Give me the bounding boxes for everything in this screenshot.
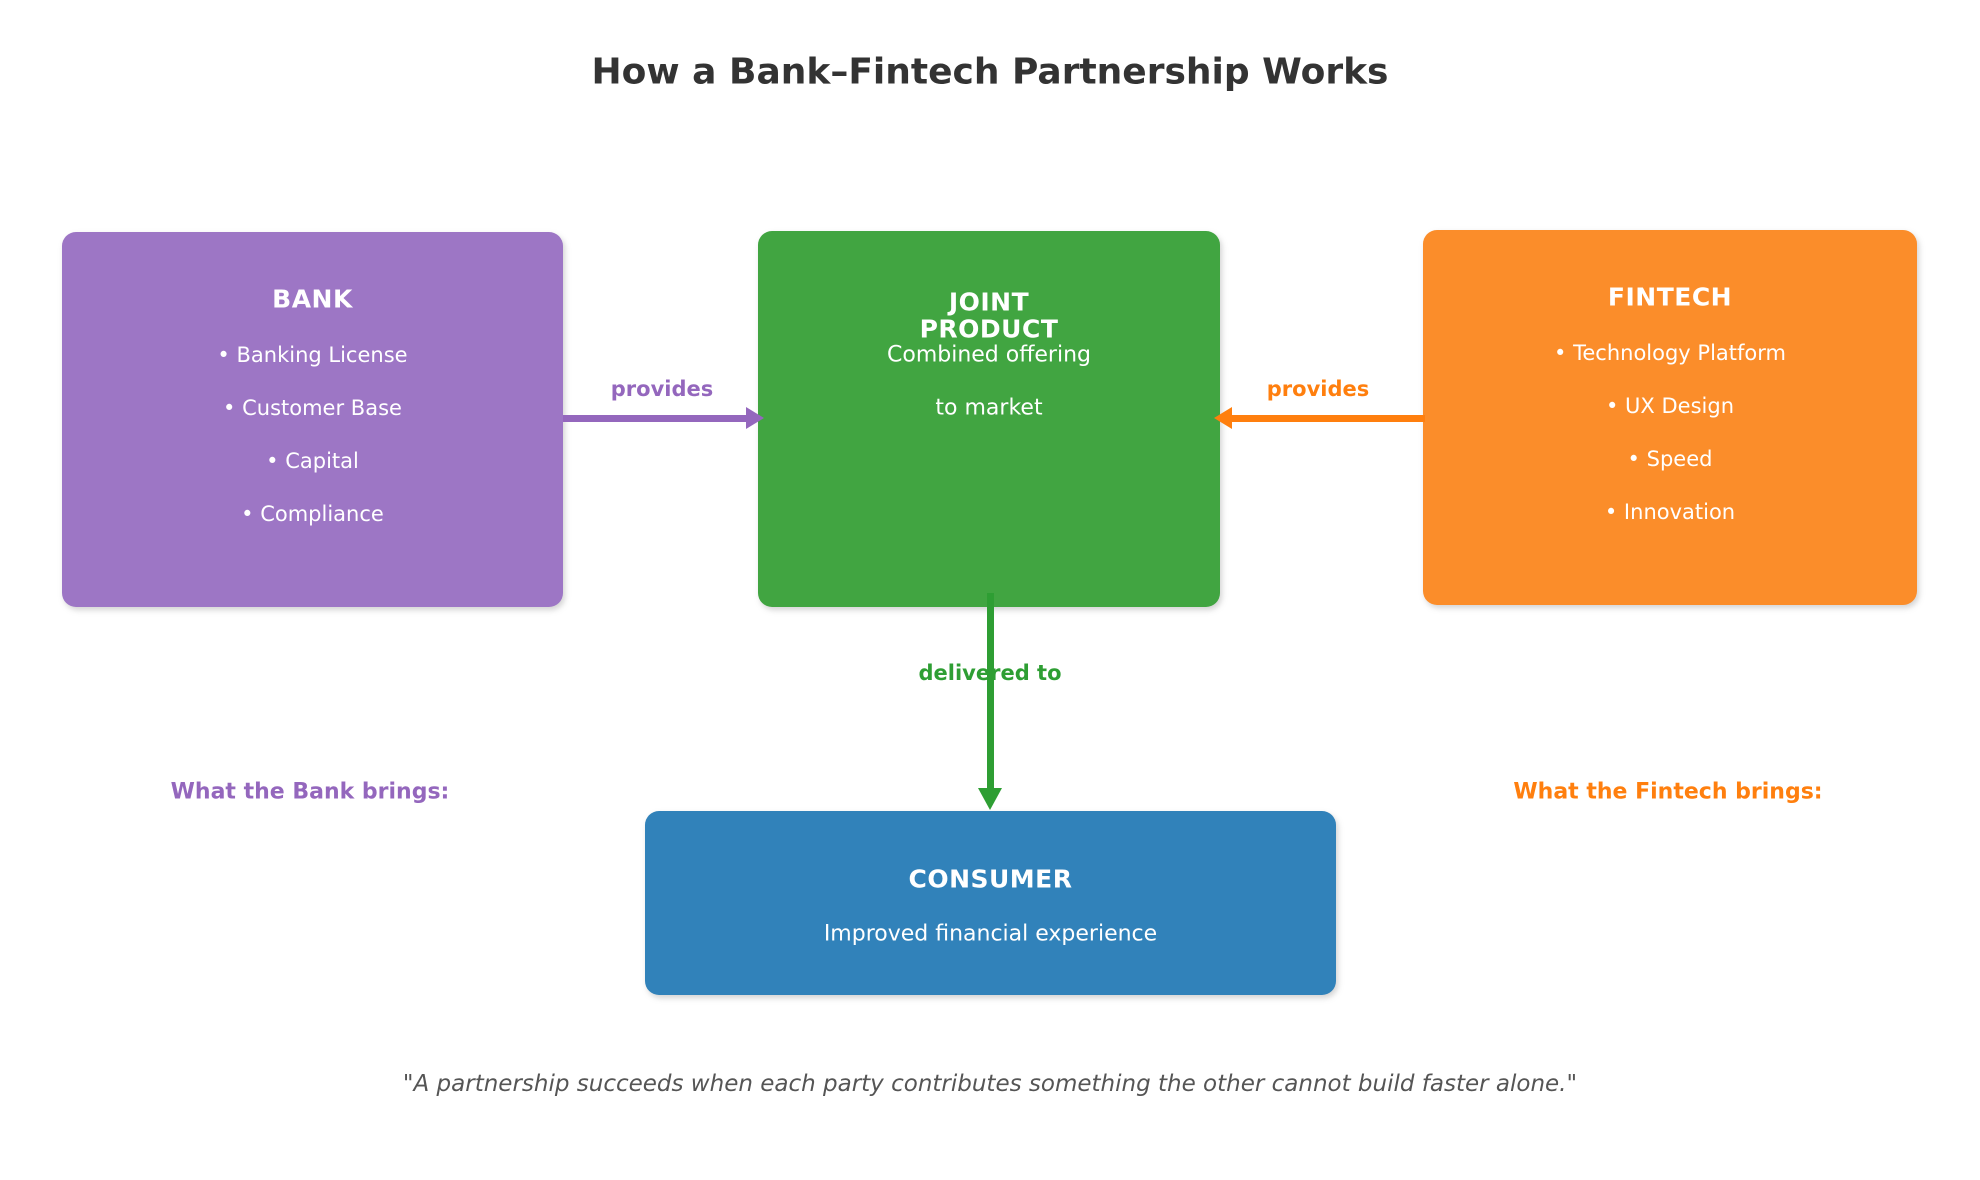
joint-product-title-line2: PRODUCT (919, 314, 1059, 344)
joint-product-subtitle-line2: to market (935, 395, 1043, 421)
fintech-item: • Technology Platform (1554, 341, 1786, 365)
bank-box: BANK • Banking License • Customer Base •… (62, 232, 563, 607)
page-title: How a Bank–Fintech Partnership Works (591, 51, 1389, 93)
consumer-box: CONSUMER Improved financial experience (645, 811, 1336, 995)
fintech-item: • UX Design (1606, 394, 1734, 418)
joint-product-subtitle-line1: Combined offering (887, 342, 1091, 368)
partnership-quote: "A partnership succeeds when each party … (402, 1071, 1578, 1097)
delivered-to-label: delivered to (918, 661, 1062, 685)
fintech-provides-label: provides (1266, 377, 1370, 401)
arrowhead-right-icon (746, 407, 764, 429)
bank-provides-label: provides (610, 377, 714, 401)
bank-item: • Banking License (217, 343, 408, 367)
consumer-box-title: CONSUMER (908, 864, 1073, 894)
arrow-line (563, 415, 747, 422)
arrowhead-left-icon (1214, 407, 1232, 429)
fintech-box: FINTECH • Technology Platform • UX Desig… (1423, 230, 1917, 605)
arrow-line (987, 593, 994, 788)
fintech-box-title: FINTECH (1607, 282, 1733, 312)
fintech-brings-label: What the Fintech brings: (1513, 779, 1823, 805)
arrow-line (1232, 415, 1425, 422)
joint-product-title-line1: JOINT (948, 287, 1030, 317)
bank-item: • Compliance (241, 502, 384, 526)
joint-product-box: JOINT PRODUCT Combined offering to marke… (758, 231, 1220, 607)
bank-box-title: BANK (272, 284, 353, 314)
bank-item: • Capital (266, 449, 359, 473)
bank-brings-label: What the Bank brings: (170, 779, 450, 805)
fintech-item: • Speed (1627, 447, 1713, 471)
bank-item: • Customer Base (223, 396, 402, 420)
consumer-box-subtitle: Improved financial experience (823, 921, 1158, 947)
fintech-item: • Innovation (1604, 500, 1736, 524)
arrowhead-down-icon (978, 788, 1002, 810)
